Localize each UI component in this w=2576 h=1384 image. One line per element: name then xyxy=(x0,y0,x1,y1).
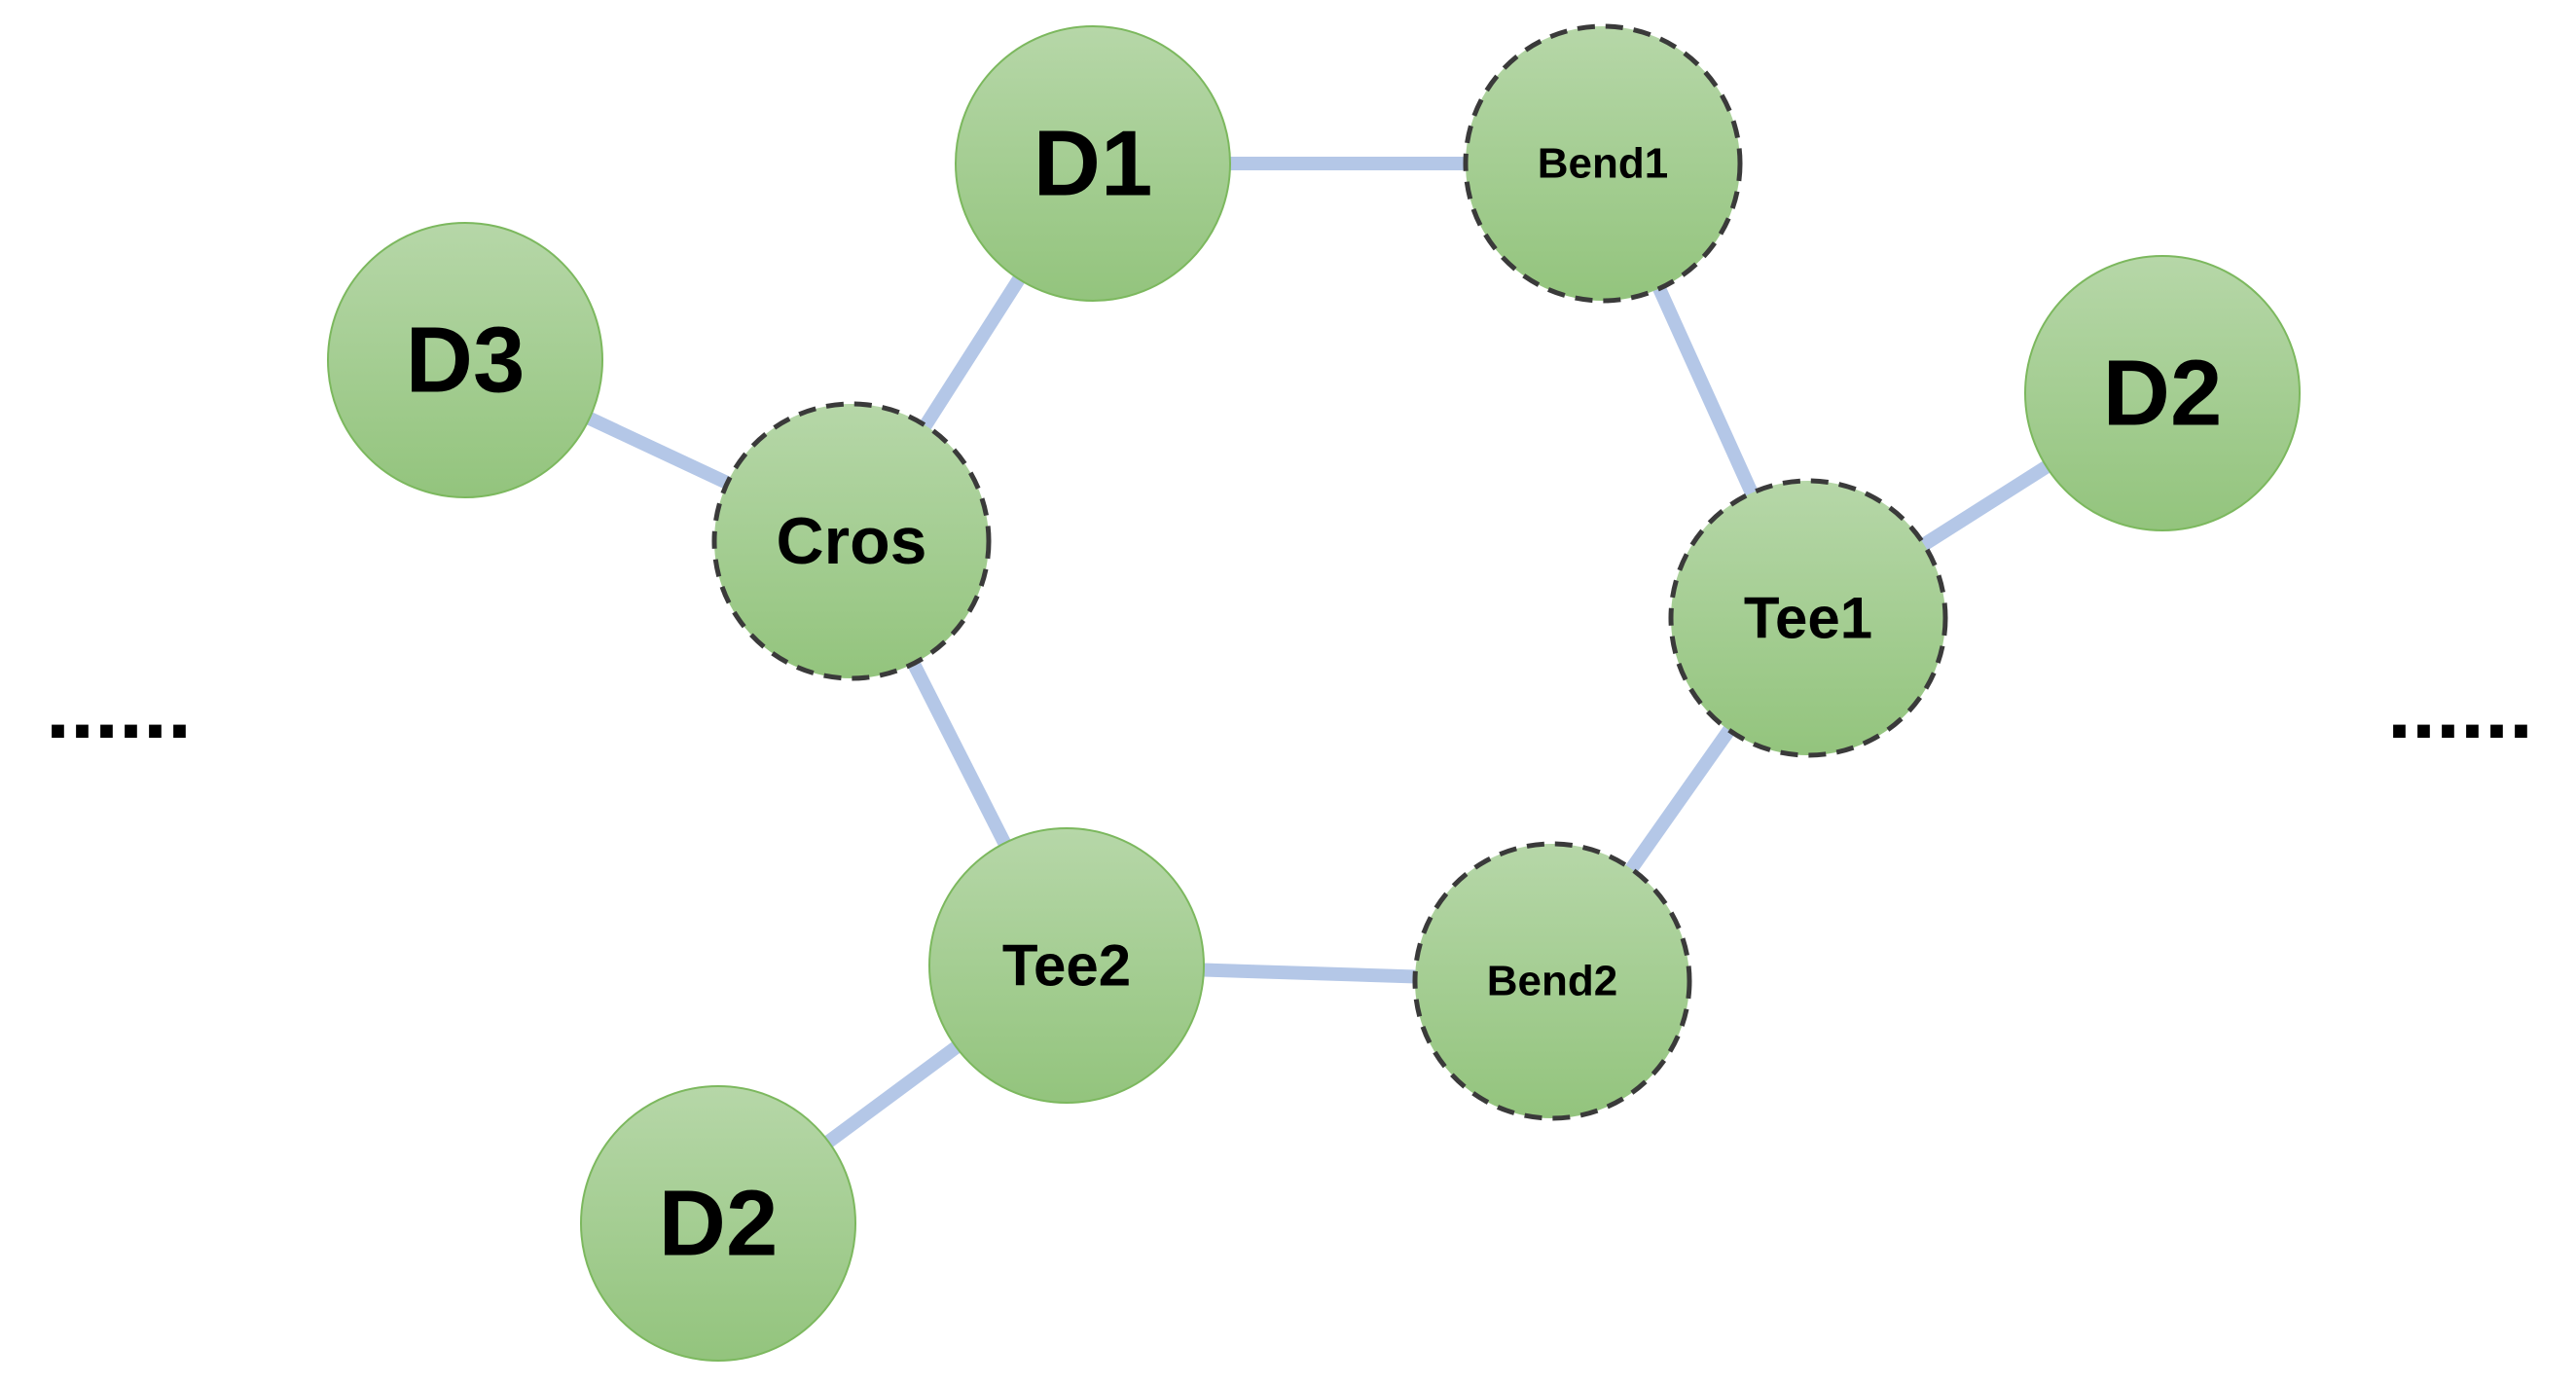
node-label-d3: D3 xyxy=(406,309,526,413)
node-label-d2-right: D2 xyxy=(2103,342,2223,446)
node-cros: Cros xyxy=(711,401,992,681)
node-circle-tee2 xyxy=(928,827,1205,1104)
node-circle-d2-bottom xyxy=(580,1085,856,1362)
node-d3: D3 xyxy=(327,222,603,498)
node-tee1: Tee1 xyxy=(1668,478,1948,758)
node-circle-tee1 xyxy=(1668,478,1948,758)
node-circle-d3 xyxy=(327,222,603,498)
node-label-d1: D1 xyxy=(1034,112,1153,216)
node-label-cros: Cros xyxy=(777,504,927,578)
node-d2-bottom: D2 xyxy=(580,1085,856,1362)
node-tee2: Tee2 xyxy=(928,827,1205,1104)
node-bend1: Bend1 xyxy=(1463,23,1743,304)
node-d1: D1 xyxy=(955,25,1231,302)
node-label-d2-bottom: D2 xyxy=(659,1172,779,1276)
node-circle-bend2 xyxy=(1412,841,1692,1121)
ellipsis-right: ...... xyxy=(2387,660,2533,757)
node-label-bend1: Bend1 xyxy=(1538,140,1668,188)
ellipsis-left: ...... xyxy=(46,660,192,757)
node-label-bend2: Bend2 xyxy=(1487,958,1617,1005)
node-circle-d2-right xyxy=(2024,255,2301,531)
node-d2-right: D2 xyxy=(2024,255,2301,531)
node-bend2: Bend2 xyxy=(1412,841,1692,1121)
node-label-tee2: Tee2 xyxy=(1002,933,1131,999)
node-circle-bend1 xyxy=(1463,23,1743,304)
node-circle-cros xyxy=(711,401,992,681)
node-circle-d1 xyxy=(955,25,1231,302)
node-label-tee1: Tee1 xyxy=(1744,586,1872,651)
